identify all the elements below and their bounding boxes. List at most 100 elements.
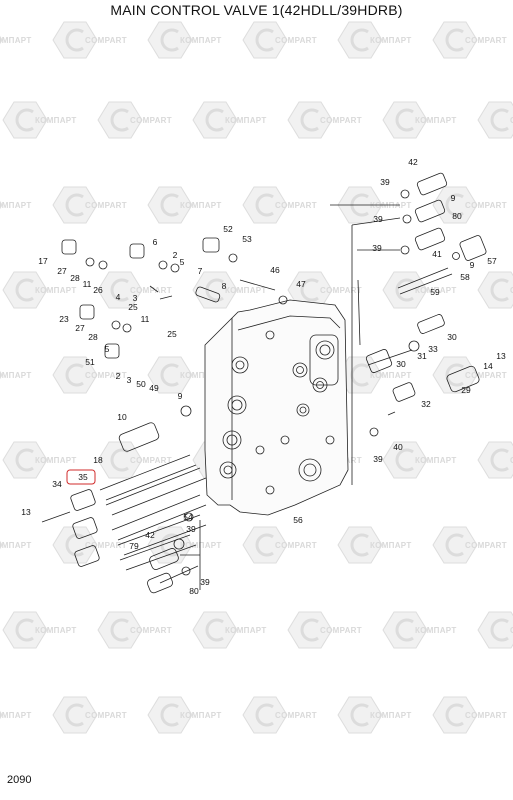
part-number-label: 42 <box>408 157 418 167</box>
watermark-text: КОМПАРТ <box>225 626 267 635</box>
watermark-logo: КОМПАРТ <box>2 611 76 649</box>
page-title: MAIN CONTROL VALVE 1(42HDLL/39HDRB) <box>110 2 403 18</box>
watermark-text: COMPART <box>275 36 317 45</box>
part-number-label: 28 <box>88 332 98 342</box>
watermark-text: COMPART <box>510 456 513 465</box>
watermark-text: COMPART <box>275 541 317 550</box>
watermark-text: КОМПАРТ <box>415 286 457 295</box>
part-number-label: 49 <box>149 383 159 393</box>
part-number-label: 11 <box>141 314 150 324</box>
watermark-logo: COMPART <box>97 611 172 649</box>
watermark-text: COMPART <box>510 116 513 125</box>
watermark-logo: COMPART <box>287 101 362 139</box>
watermark-logo: КОМПАРТ <box>0 370 32 380</box>
part-number-label: 39 <box>373 454 383 464</box>
watermark-logo: КОМПАРТ <box>2 271 76 309</box>
part-number-label: 80 <box>189 586 199 596</box>
part-number-label: 18 <box>93 455 103 465</box>
part-number-label: 13 <box>496 351 506 361</box>
watermark-logo: КОМПАРТ <box>147 21 222 59</box>
watermark-logo: КОМПАРТ <box>2 441 76 479</box>
part-number-label: 29 <box>461 385 471 395</box>
part-number-label: 27 <box>75 323 85 333</box>
part-number-label: 41 <box>432 249 442 259</box>
part-number-label: 27 <box>57 266 67 276</box>
part-number-label: 51 <box>85 357 95 367</box>
watermark-logo: КОМПАРТ <box>192 271 267 309</box>
spool-assembly-lower <box>111 494 207 571</box>
watermark-text: COMPART <box>85 711 127 720</box>
part-number-label: 30 <box>447 332 457 342</box>
watermark-logo: COMPART <box>52 21 127 59</box>
watermark-text: COMPART <box>275 711 317 720</box>
watermark-logo: COMPART <box>477 441 513 479</box>
part-number-label: 14 <box>483 361 493 371</box>
part-number-label: 39 <box>186 524 196 534</box>
part-number-label: 35 <box>78 472 88 482</box>
watermark-text: КОМПАРТ <box>180 201 222 210</box>
part-number-label: 39 <box>200 577 210 587</box>
watermark-text: КОМПАРТ <box>0 541 32 550</box>
part-number-label: 5 <box>180 257 185 267</box>
watermark-logo: КОМПАРТ <box>337 21 412 59</box>
part-number-label: 6 <box>153 237 158 247</box>
watermark-logo: КОМПАРТ <box>382 101 456 139</box>
part-number-label: 39 <box>372 243 382 253</box>
watermark-text: КОМПАРТ <box>0 201 32 210</box>
watermark-logo: КОМПАРТ <box>337 526 411 564</box>
part-number-label: 9 <box>451 193 456 203</box>
watermark-logo: COMPART <box>477 271 513 309</box>
part-number-label: 39 <box>373 214 383 224</box>
part-number-label: 11 <box>83 279 92 289</box>
watermark-text: КОМПАРТ <box>180 711 222 720</box>
part-number-label: 54 <box>183 512 193 522</box>
part-number-label: 56 <box>293 515 303 525</box>
watermark-logo: КОМПАРТ <box>382 611 456 649</box>
watermark-text: COMPART <box>465 201 507 210</box>
watermark-logo: КОМПАРТ <box>192 101 266 139</box>
watermark-text: COMPART <box>320 286 362 295</box>
watermark-logo: COMPART <box>97 271 172 309</box>
part-number-label: 28 <box>70 273 80 283</box>
part-number-label: 10 <box>117 412 127 422</box>
watermark-logo: КОМПАРТ <box>382 441 456 479</box>
part-number-label: 57 <box>487 256 497 266</box>
part-number-label: 79 <box>129 541 139 551</box>
part-number-label: 32 <box>421 399 431 409</box>
part-number-label: 8 <box>222 281 227 291</box>
watermark-text: COMPART <box>320 626 362 635</box>
part-number-label: 2 <box>173 250 178 260</box>
valve-body <box>204 299 349 516</box>
watermark-text: COMPART <box>130 286 172 295</box>
watermark-text: COMPART <box>510 626 513 635</box>
watermark-logo: КОМПАРТ <box>147 356 221 394</box>
part-number-label: 50 <box>136 379 146 389</box>
watermark-logo: КОМПАРТ <box>147 186 222 224</box>
part-number-label: 2 <box>116 371 121 381</box>
watermark-text: КОМПАРТ <box>180 36 222 45</box>
watermark-logo: COMPART <box>242 21 317 59</box>
watermark-logo: КОМПАРТ <box>147 526 221 564</box>
watermark-text: COMPART <box>510 286 513 295</box>
watermark-logo: КОМПАРТ <box>0 540 32 550</box>
watermark-text: КОМПАРТ <box>0 371 32 380</box>
watermark-text: КОМПАРТ <box>370 711 412 720</box>
part-number-label: 47 <box>296 279 306 289</box>
watermark-text: COMPART <box>85 36 127 45</box>
watermark-text: COMPART <box>465 711 507 720</box>
part-number-label: 39 <box>380 177 390 187</box>
spool-assembly-upper <box>99 422 207 516</box>
watermark-text: КОМПАРТ <box>225 286 267 295</box>
watermark-text: КОМПАРТ <box>370 36 412 45</box>
watermark-text: КОМПАРТ <box>370 371 412 380</box>
part-number-label: 9 <box>470 260 475 270</box>
part-number-label: 58 <box>460 272 470 282</box>
watermark-logo: КОМПАРТ <box>0 35 31 45</box>
highlight-part-35 <box>66 469 96 485</box>
part-number-label: 31 <box>417 351 427 361</box>
watermark-text: КОМПАРТ <box>35 116 77 125</box>
watermark-logo: КОМПАРТ <box>192 611 267 649</box>
watermark-logo: COMPART <box>242 696 317 734</box>
part-number-label: 40 <box>393 442 403 452</box>
